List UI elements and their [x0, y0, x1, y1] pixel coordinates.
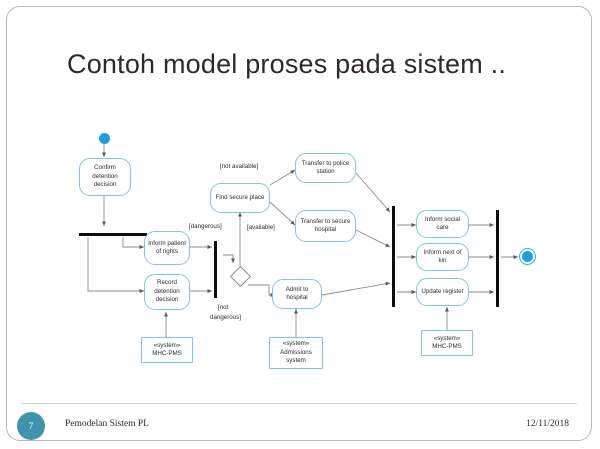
- node-confirm-detention[interactable]: Confirm detention decision: [79, 158, 131, 196]
- node-record-detention-decision[interactable]: Record detention decision: [144, 274, 190, 310]
- node-transfer-to-police-station[interactable]: Transfer to police station: [295, 153, 356, 183]
- join-bar-vertical-left: [214, 241, 217, 298]
- slide-frame: Contoh model proses pada sistem ..: [6, 6, 592, 441]
- node-update-register[interactable]: Update register: [416, 278, 469, 306]
- diagram-connectors: [87, 144, 518, 337]
- note-system-admissions: «system» Admissions system: [269, 337, 323, 369]
- activity-diagram-canvas: Confirm detention decision Inform patien…: [7, 7, 591, 440]
- note-line-name2: system: [286, 357, 306, 365]
- join-bar-vertical-right: [496, 210, 499, 307]
- footer-title: Pemodelan Sistem PL: [65, 419, 149, 429]
- guard-not-dangerous-line2: dangerous]: [210, 314, 241, 321]
- fork-bar-vertical-right: [392, 206, 395, 307]
- note-system-mhc-pms-left: «system» MHC-PMS: [141, 337, 193, 363]
- node-inform-social-care[interactable]: Inform social care: [416, 210, 469, 238]
- guard-dangerous: [dangerous]: [189, 223, 222, 230]
- note-line-name: Admissions: [280, 348, 312, 356]
- node-inform-next-of-kin[interactable]: Inform next of kin: [416, 243, 469, 271]
- guard-available: [available]: [247, 224, 275, 231]
- footer-date: 12/11/2018: [526, 419, 569, 429]
- note-line-stereotype: «system»: [153, 341, 181, 349]
- guard-not-available: [not available]: [220, 163, 259, 170]
- note-line-name: MHC-PMS: [432, 343, 462, 350]
- note-line-stereotype: «system»: [433, 334, 461, 342]
- node-transfer-to-secure-hospital[interactable]: Transfer to secure hospital: [295, 210, 356, 242]
- slide-number-badge: 7: [17, 412, 45, 440]
- node-find-secure-place[interactable]: Find secure place: [210, 183, 270, 213]
- footer-divider: [21, 403, 577, 404]
- note-system-mhc-pms-right: «system» MHC-PMS: [421, 330, 473, 356]
- note-line-stereotype: «system»: [282, 340, 310, 348]
- final-node: [522, 251, 533, 262]
- node-inform-patient-of-rights[interactable]: Inform patient of rights: [144, 231, 190, 265]
- guard-not-dangerous-line1: [not: [218, 304, 229, 311]
- note-line-name: MHC-PMS: [152, 350, 182, 357]
- initial-node: [99, 133, 110, 144]
- node-admit-to-hospital[interactable]: Admit to hospital: [272, 279, 322, 309]
- page-title: Contoh model proses pada sistem ..: [67, 49, 507, 79]
- fork-bar-horizontal: [79, 233, 147, 236]
